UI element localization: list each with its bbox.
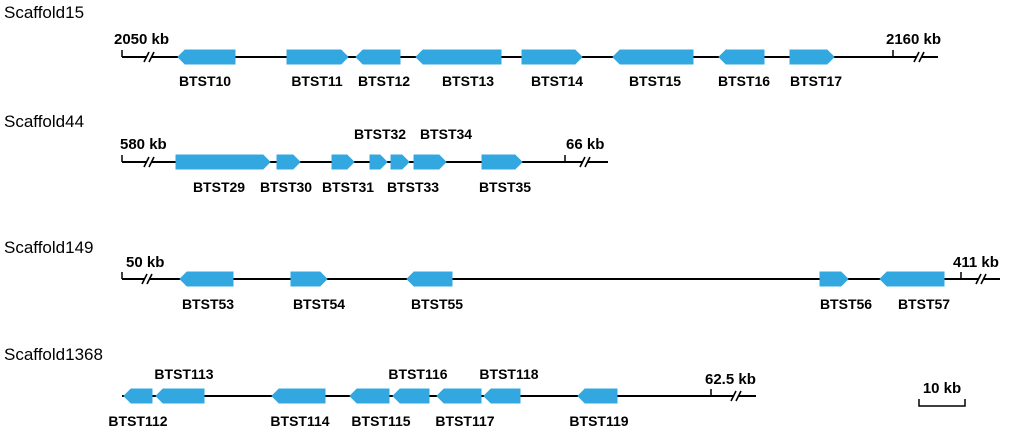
gene-arrow-btst57	[879, 271, 945, 287]
scaffold-start-label: 2050 kb	[114, 31, 169, 48]
gene-label: BTST11	[291, 73, 343, 89]
gene-label: BTST35	[479, 179, 531, 195]
gene-arrow-btst119	[577, 388, 618, 404]
gene-label: BTST16	[718, 73, 770, 89]
scale-bar-line	[918, 399, 966, 407]
gene-label: BTST57	[898, 296, 950, 312]
scaffold-track-3: Scaffold149 50 kb 411 kb BTST53 BTST54 B…	[4, 238, 1000, 312]
gene-label: BTST115	[351, 413, 410, 429]
gene-label: BTST118	[479, 366, 538, 382]
scaffold-break-mark	[730, 390, 742, 402]
gene-label: BTST34	[420, 126, 472, 142]
scaffold-end-label: 2160 kb	[886, 31, 941, 48]
scaffold-break-mark	[143, 156, 155, 168]
gene-label: BTST13	[442, 73, 494, 89]
gene-label: BTST15	[629, 73, 681, 89]
scaffold-end-label: 62.5 kb	[705, 371, 756, 388]
gene-arrow-btst11	[286, 49, 349, 65]
gene-arrow-btst53	[179, 271, 234, 287]
scaffold-name: Scaffold44	[4, 112, 84, 131]
scaffold-start-label: 50 kb	[126, 254, 164, 271]
gene-label: BTST112	[108, 413, 167, 429]
gene-label: BTST31	[322, 179, 374, 195]
scaffold-name: Scaffold149	[4, 238, 93, 257]
gene-arrow-btst17	[789, 49, 835, 65]
gene-arrow-btst56	[819, 271, 849, 287]
gene-arrow-btst54	[290, 271, 328, 287]
gene-arrow-btst13	[415, 49, 502, 65]
gene-arrow-btst31	[331, 154, 355, 170]
gene-arrow-btst32	[369, 154, 388, 170]
gene-label: BTST30	[260, 179, 312, 195]
gene-arrow-btst117	[436, 388, 482, 404]
scale-bar: 10 kb	[918, 380, 966, 407]
gene-arrow-btst115	[349, 388, 390, 404]
scaffold-start-label: 580 kb	[120, 136, 167, 153]
scaffold-track-4: Scaffold1368 62.5 kb BTST112 BTST113 BTS…	[4, 345, 756, 429]
gene-label: BTST29	[193, 179, 245, 195]
scaffold-break-mark	[975, 273, 987, 285]
gene-arrow-btst16	[718, 49, 765, 65]
gene-label: BTST10	[179, 73, 231, 89]
gene-label: BTST117	[435, 413, 494, 429]
scaffold-break-mark	[141, 273, 153, 285]
gene-arrow-btst35	[481, 154, 523, 170]
scaffold-name: Scaffold15	[4, 3, 84, 22]
gene-arrow-btst14	[521, 49, 583, 65]
gene-label: BTST56	[820, 296, 872, 312]
gene-label: BTST53	[182, 296, 234, 312]
gene-label: BTST54	[293, 296, 345, 312]
scaffold-track-1: Scaffold15 2050 kb 2160 kb BTST10 BTST11…	[4, 3, 941, 89]
gene-label: BTST17	[790, 73, 842, 89]
scaffold-end-label: 411 kb	[953, 254, 999, 271]
gene-arrow-btst114	[271, 388, 326, 404]
gene-arrow-btst113	[155, 388, 205, 404]
gene-arrow-btst55	[406, 271, 453, 287]
scaffold-name: Scaffold1368	[4, 345, 103, 364]
scaffold-end-label: 66 kb	[566, 136, 604, 153]
scale-bar-label: 10 kb	[923, 380, 961, 397]
scaffold-break-mark	[143, 51, 155, 63]
gene-label: BTST119	[569, 413, 628, 429]
scaffold-break-mark	[913, 51, 925, 63]
gene-label: BTST12	[358, 73, 410, 89]
scaffold-track-2: Scaffold44 580 kb 66 kb BTST29 BTST30 BT…	[4, 112, 608, 195]
gene-arrow-btst15	[612, 49, 694, 65]
gene-arrow-btst29	[175, 154, 271, 170]
scaffold-break-mark	[579, 156, 591, 168]
gene-arrow-btst33	[390, 154, 410, 170]
gene-label: BTST55	[411, 296, 463, 312]
gene-arrow-btst12	[355, 49, 401, 65]
gene-label: BTST33	[387, 179, 439, 195]
gene-arrow-btst34	[413, 154, 447, 170]
gene-arrow-btst10	[177, 49, 236, 65]
gene-label: BTST114	[270, 413, 329, 429]
gene-arrow-btst118	[483, 388, 521, 404]
gene-label: BTST113	[154, 366, 213, 382]
gene-label: BTST32	[354, 126, 406, 142]
gene-label: BTST14	[531, 73, 583, 89]
gene-label: BTST116	[388, 366, 447, 382]
gene-arrow-btst116	[392, 388, 430, 404]
gene-arrow-btst30	[276, 154, 301, 170]
gene-arrow-btst112	[123, 388, 153, 404]
